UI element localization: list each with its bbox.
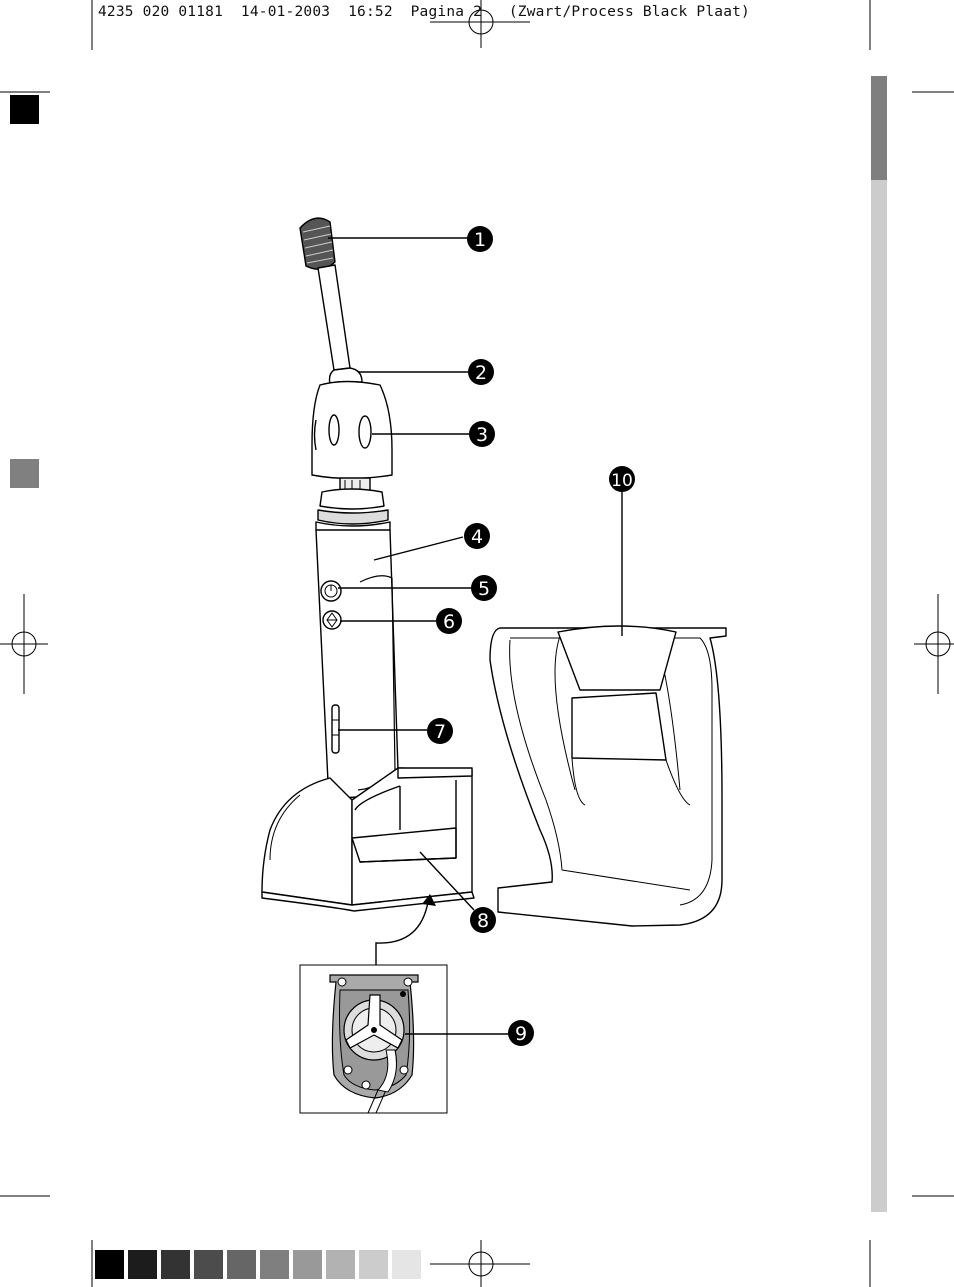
side-color-bar-dark bbox=[871, 76, 887, 180]
callout-4: 4 bbox=[464, 523, 490, 549]
callout-3-label: 3 bbox=[476, 424, 488, 446]
registration-target-left bbox=[0, 594, 48, 694]
gray-swatch bbox=[260, 1250, 289, 1279]
gray-swatch bbox=[227, 1250, 256, 1279]
toothbrush bbox=[299, 217, 399, 799]
callout-8-label: 8 bbox=[477, 910, 489, 932]
gray-swatch bbox=[128, 1250, 157, 1279]
registration-square-black bbox=[10, 95, 39, 124]
brush-neck bbox=[317, 264, 351, 371]
slug-plate: (Zwart/Process Black Plaat) bbox=[508, 4, 750, 20]
callout-3: 3 bbox=[469, 421, 495, 447]
gray-swatch bbox=[95, 1250, 124, 1279]
callout-6-label: 6 bbox=[443, 611, 455, 633]
callout-9: 9 bbox=[508, 1020, 534, 1046]
charge-indicator-drawing bbox=[331, 704, 340, 754]
travel-stand bbox=[489, 625, 727, 927]
gray-swatch bbox=[359, 1250, 388, 1279]
callouts: 1 2 3 4 5 6 7 8 9 10 bbox=[427, 226, 635, 1046]
callout-5-label: 5 bbox=[478, 578, 490, 600]
callout-7-label: 7 bbox=[434, 721, 446, 743]
registration-square-gray bbox=[10, 459, 39, 488]
callout-6: 6 bbox=[436, 608, 462, 634]
brush-head-cap bbox=[311, 380, 393, 480]
detail-arrow bbox=[375, 894, 436, 965]
callout-7: 7 bbox=[427, 718, 453, 744]
leader-lines bbox=[328, 237, 623, 1035]
side-color-bar bbox=[871, 76, 887, 1212]
registration-target-top bbox=[468, 0, 494, 48]
job-number: 4235 020 01181 bbox=[98, 4, 224, 20]
callout-10: 10 bbox=[609, 466, 635, 492]
callout-9-label: 9 bbox=[515, 1023, 527, 1045]
slug-page: Pagina 2 bbox=[410, 4, 483, 20]
callout-2-label: 2 bbox=[475, 362, 487, 384]
callout-10-label: 10 bbox=[611, 471, 633, 491]
gray-swatch bbox=[161, 1250, 190, 1279]
charger-front bbox=[261, 777, 353, 906]
callout-2: 2 bbox=[468, 359, 494, 385]
callout-1: 1 bbox=[467, 226, 493, 252]
cord-storage-detail bbox=[299, 964, 448, 1114]
charger-base bbox=[261, 767, 475, 912]
callout-4-label: 4 bbox=[471, 526, 483, 548]
slug-date: 14-01-2003 bbox=[240, 4, 331, 20]
gray-swatch bbox=[326, 1250, 355, 1279]
gray-swatch bbox=[293, 1250, 322, 1279]
callout-8: 8 bbox=[470, 907, 496, 933]
gray-swatch bbox=[392, 1250, 421, 1279]
print-slug: 4235 020 01181 14-01-2003 16:52 Pagina 2… bbox=[98, 4, 750, 20]
callout-1-label: 1 bbox=[474, 229, 486, 251]
slug-time: 16:52 bbox=[348, 4, 393, 20]
callout-5: 5 bbox=[471, 575, 497, 601]
gray-swatch bbox=[194, 1250, 223, 1279]
registration-target-bottom bbox=[430, 1240, 530, 1287]
brush-handle bbox=[315, 529, 399, 799]
stand-body bbox=[489, 627, 727, 927]
registration-target-right bbox=[914, 594, 954, 694]
